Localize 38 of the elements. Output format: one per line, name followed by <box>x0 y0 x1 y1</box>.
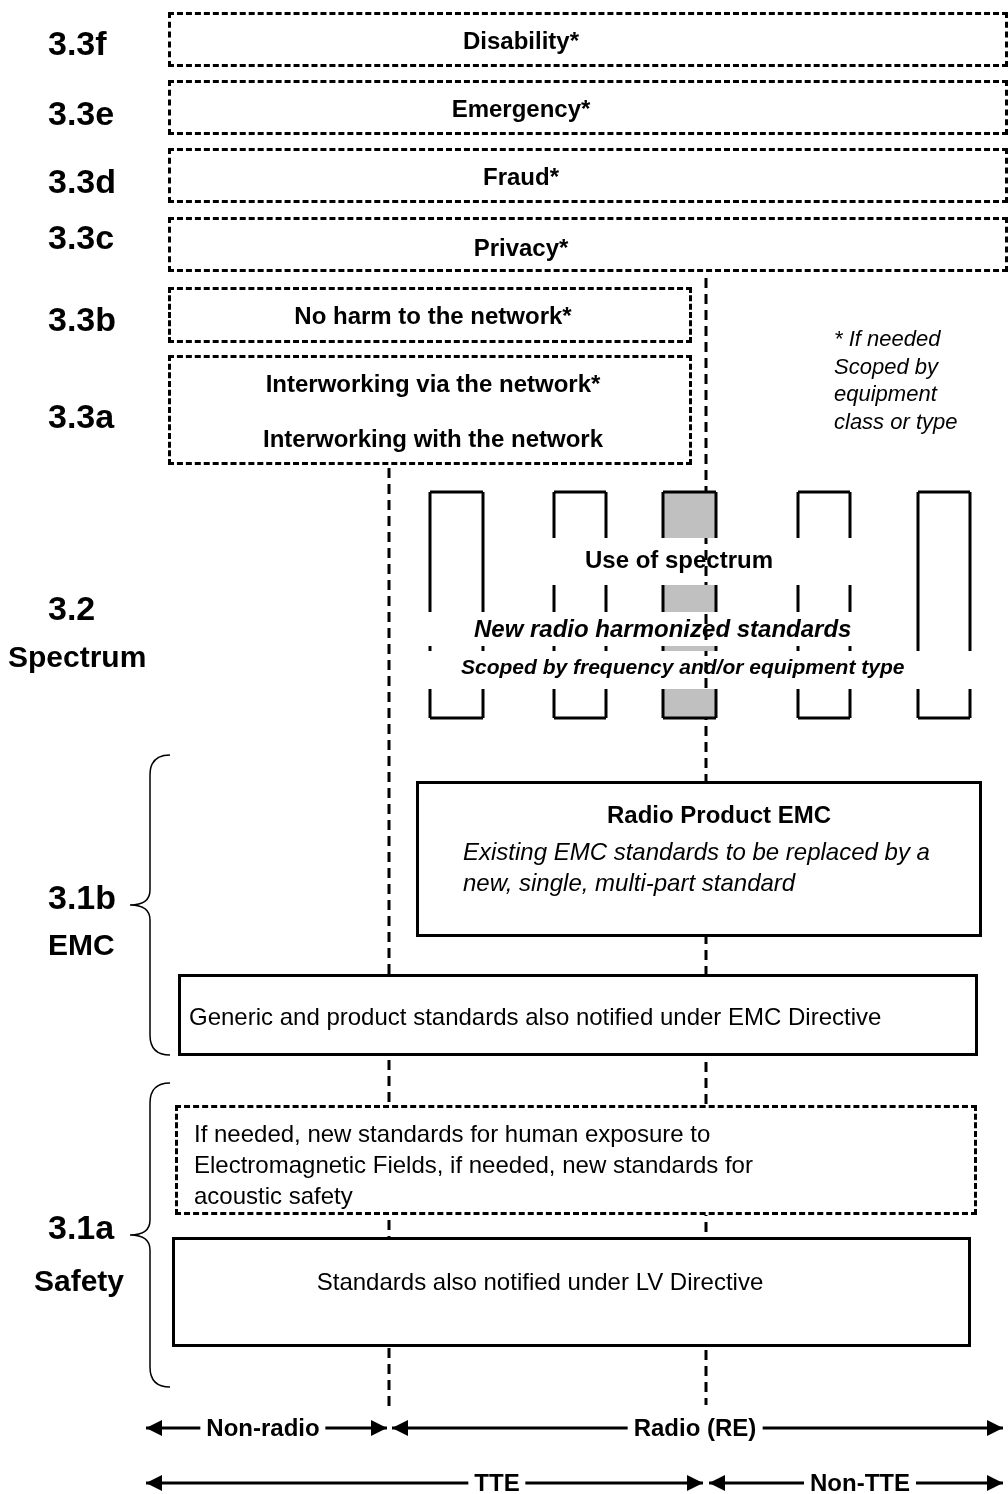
section-number: 3.1b <box>48 877 118 918</box>
section-name: EMC <box>48 927 116 963</box>
box-text: Emergency* <box>450 94 592 124</box>
section-number: 3.2 <box>48 588 97 629</box>
dashed-box <box>168 287 692 343</box>
section-number: 3.1a <box>48 1207 116 1248</box>
box-heading: Interworking via the network* <box>264 369 602 399</box>
box-text: Existing EMC standards to be replaced by a new, single, multi-part standard <box>463 837 931 899</box>
box-text: Privacy* <box>472 233 570 263</box>
dashed-box <box>175 1105 977 1215</box>
section-number: 3.3e <box>48 93 116 134</box>
dashed-box <box>168 80 1008 135</box>
section-number: 3.3b <box>48 299 118 340</box>
box-text: Standards also notified under LV Directive <box>315 1267 765 1297</box>
box <box>416 781 982 937</box>
box-text: Fraud* <box>482 162 560 192</box>
dashed-box <box>168 12 1008 67</box>
section-number: 3.3a <box>48 396 116 437</box>
box-text: Interworking with the network <box>262 424 604 454</box>
section-number: 3.3c <box>48 217 116 258</box>
bar-shape <box>916 490 972 720</box>
box-text: Disability* <box>461 26 580 56</box>
box-text: No harm to the network* <box>293 301 573 331</box>
heading-text: Use of spectrum <box>583 545 775 575</box>
box <box>178 974 978 1056</box>
section-number: 3.3d <box>48 161 118 202</box>
box <box>172 1237 971 1347</box>
section-number: 3.3f <box>48 23 108 64</box>
box-text: Generic and product standards also notified under EMC Directive <box>189 1002 883 1032</box>
section-name: Safety <box>34 1263 126 1299</box>
italic-text: New radio harmonized standards <box>474 614 853 644</box>
box-text: If needed, new standards for human exposure to Electromagnetic Fields, if needed, new standards for acoustic safety <box>194 1119 754 1212</box>
dashed-box <box>168 217 1008 272</box>
footnote-text: * If needed Scoped by equipment class or type <box>834 325 959 435</box>
box-heading: Radio Product EMC <box>606 800 832 830</box>
section-name: Spectrum <box>8 639 148 675</box>
dashed-box <box>168 355 692 465</box>
dashed-box <box>168 148 1008 203</box>
